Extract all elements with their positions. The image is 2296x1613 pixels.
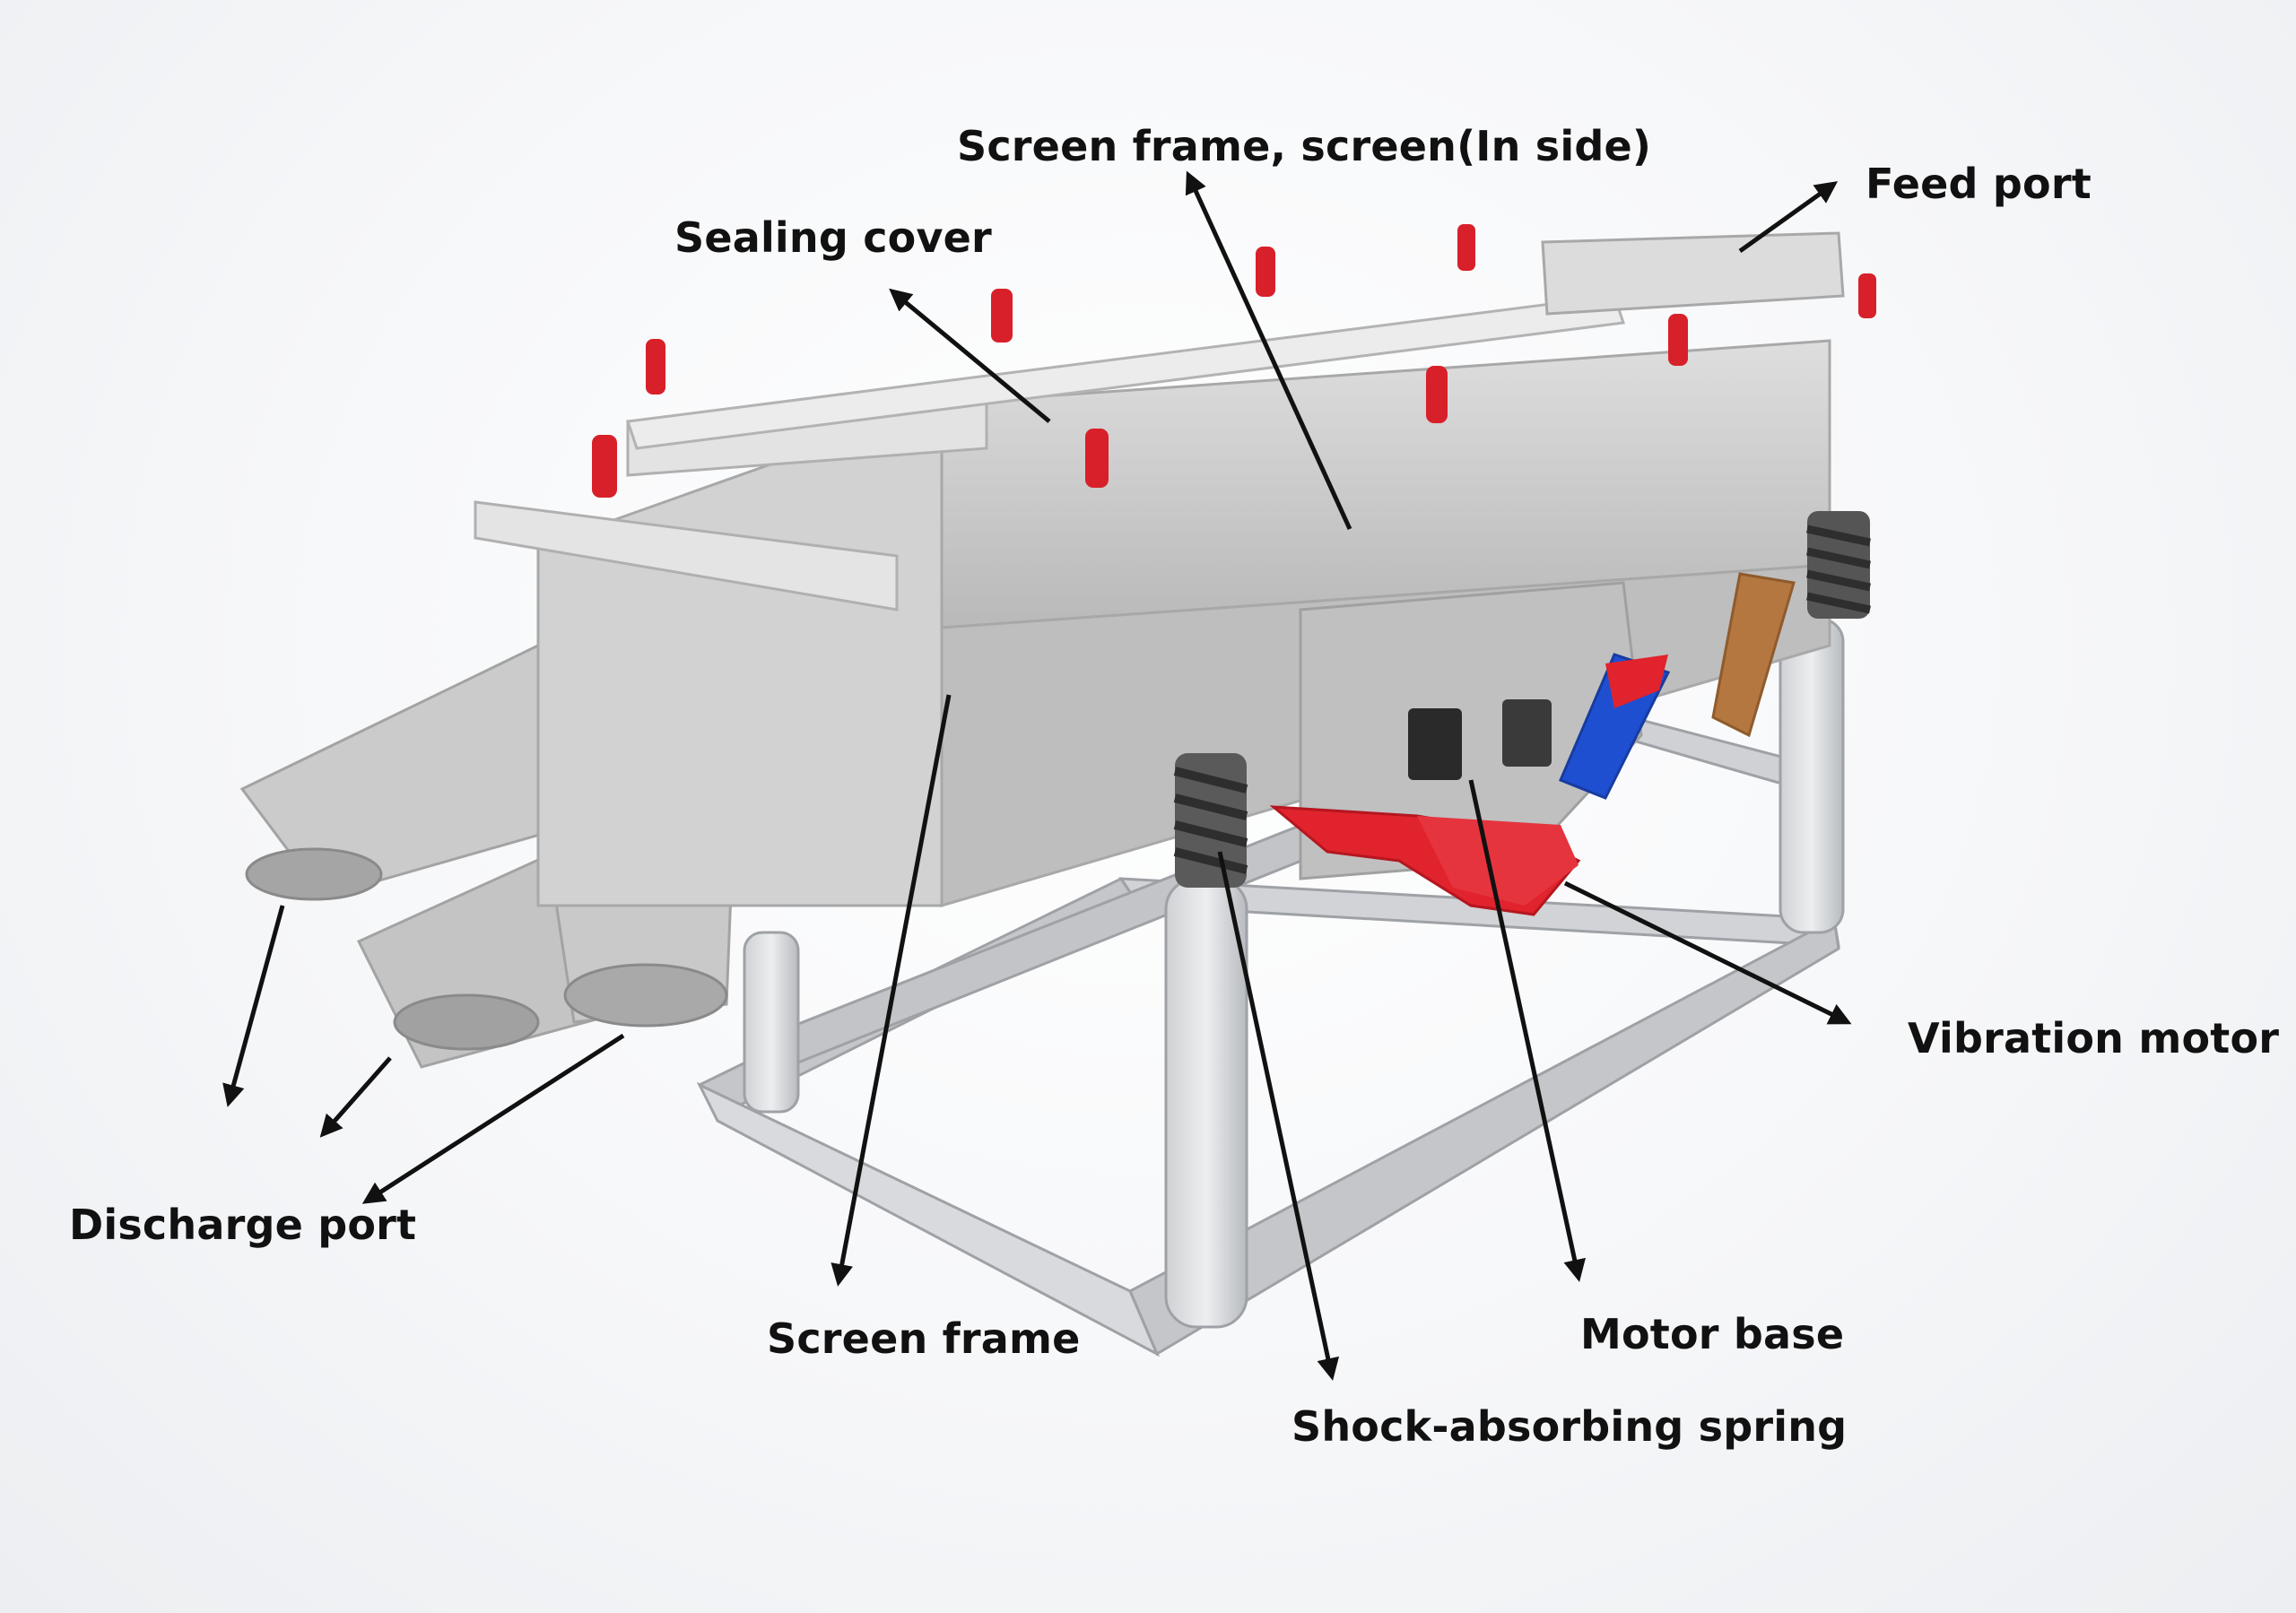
screen-body [474,231,1845,908]
label-vibration-motor: Vibration motor [1908,1014,2280,1062]
clamps [592,224,1876,498]
label-sealing-cover: Sealing cover [674,213,992,262]
shock-absorbing-springs [1173,511,1871,888]
label-motor-base: Motor base [1580,1310,1845,1358]
label-feed-port: Feed port [1866,160,2092,208]
annotation-arrows [222,170,1852,1381]
label-screen-frame-inside: Screen frame, screen(In side) [957,122,1652,170]
label-discharge-port: Discharge port [69,1201,417,1249]
label-screen-frame: Screen frame [767,1314,1081,1363]
label-shock-absorbing-spring: Shock-absorbing spring [1292,1402,1848,1451]
discharge-outlets [239,643,737,1069]
vibration-motors [1269,572,1796,916]
